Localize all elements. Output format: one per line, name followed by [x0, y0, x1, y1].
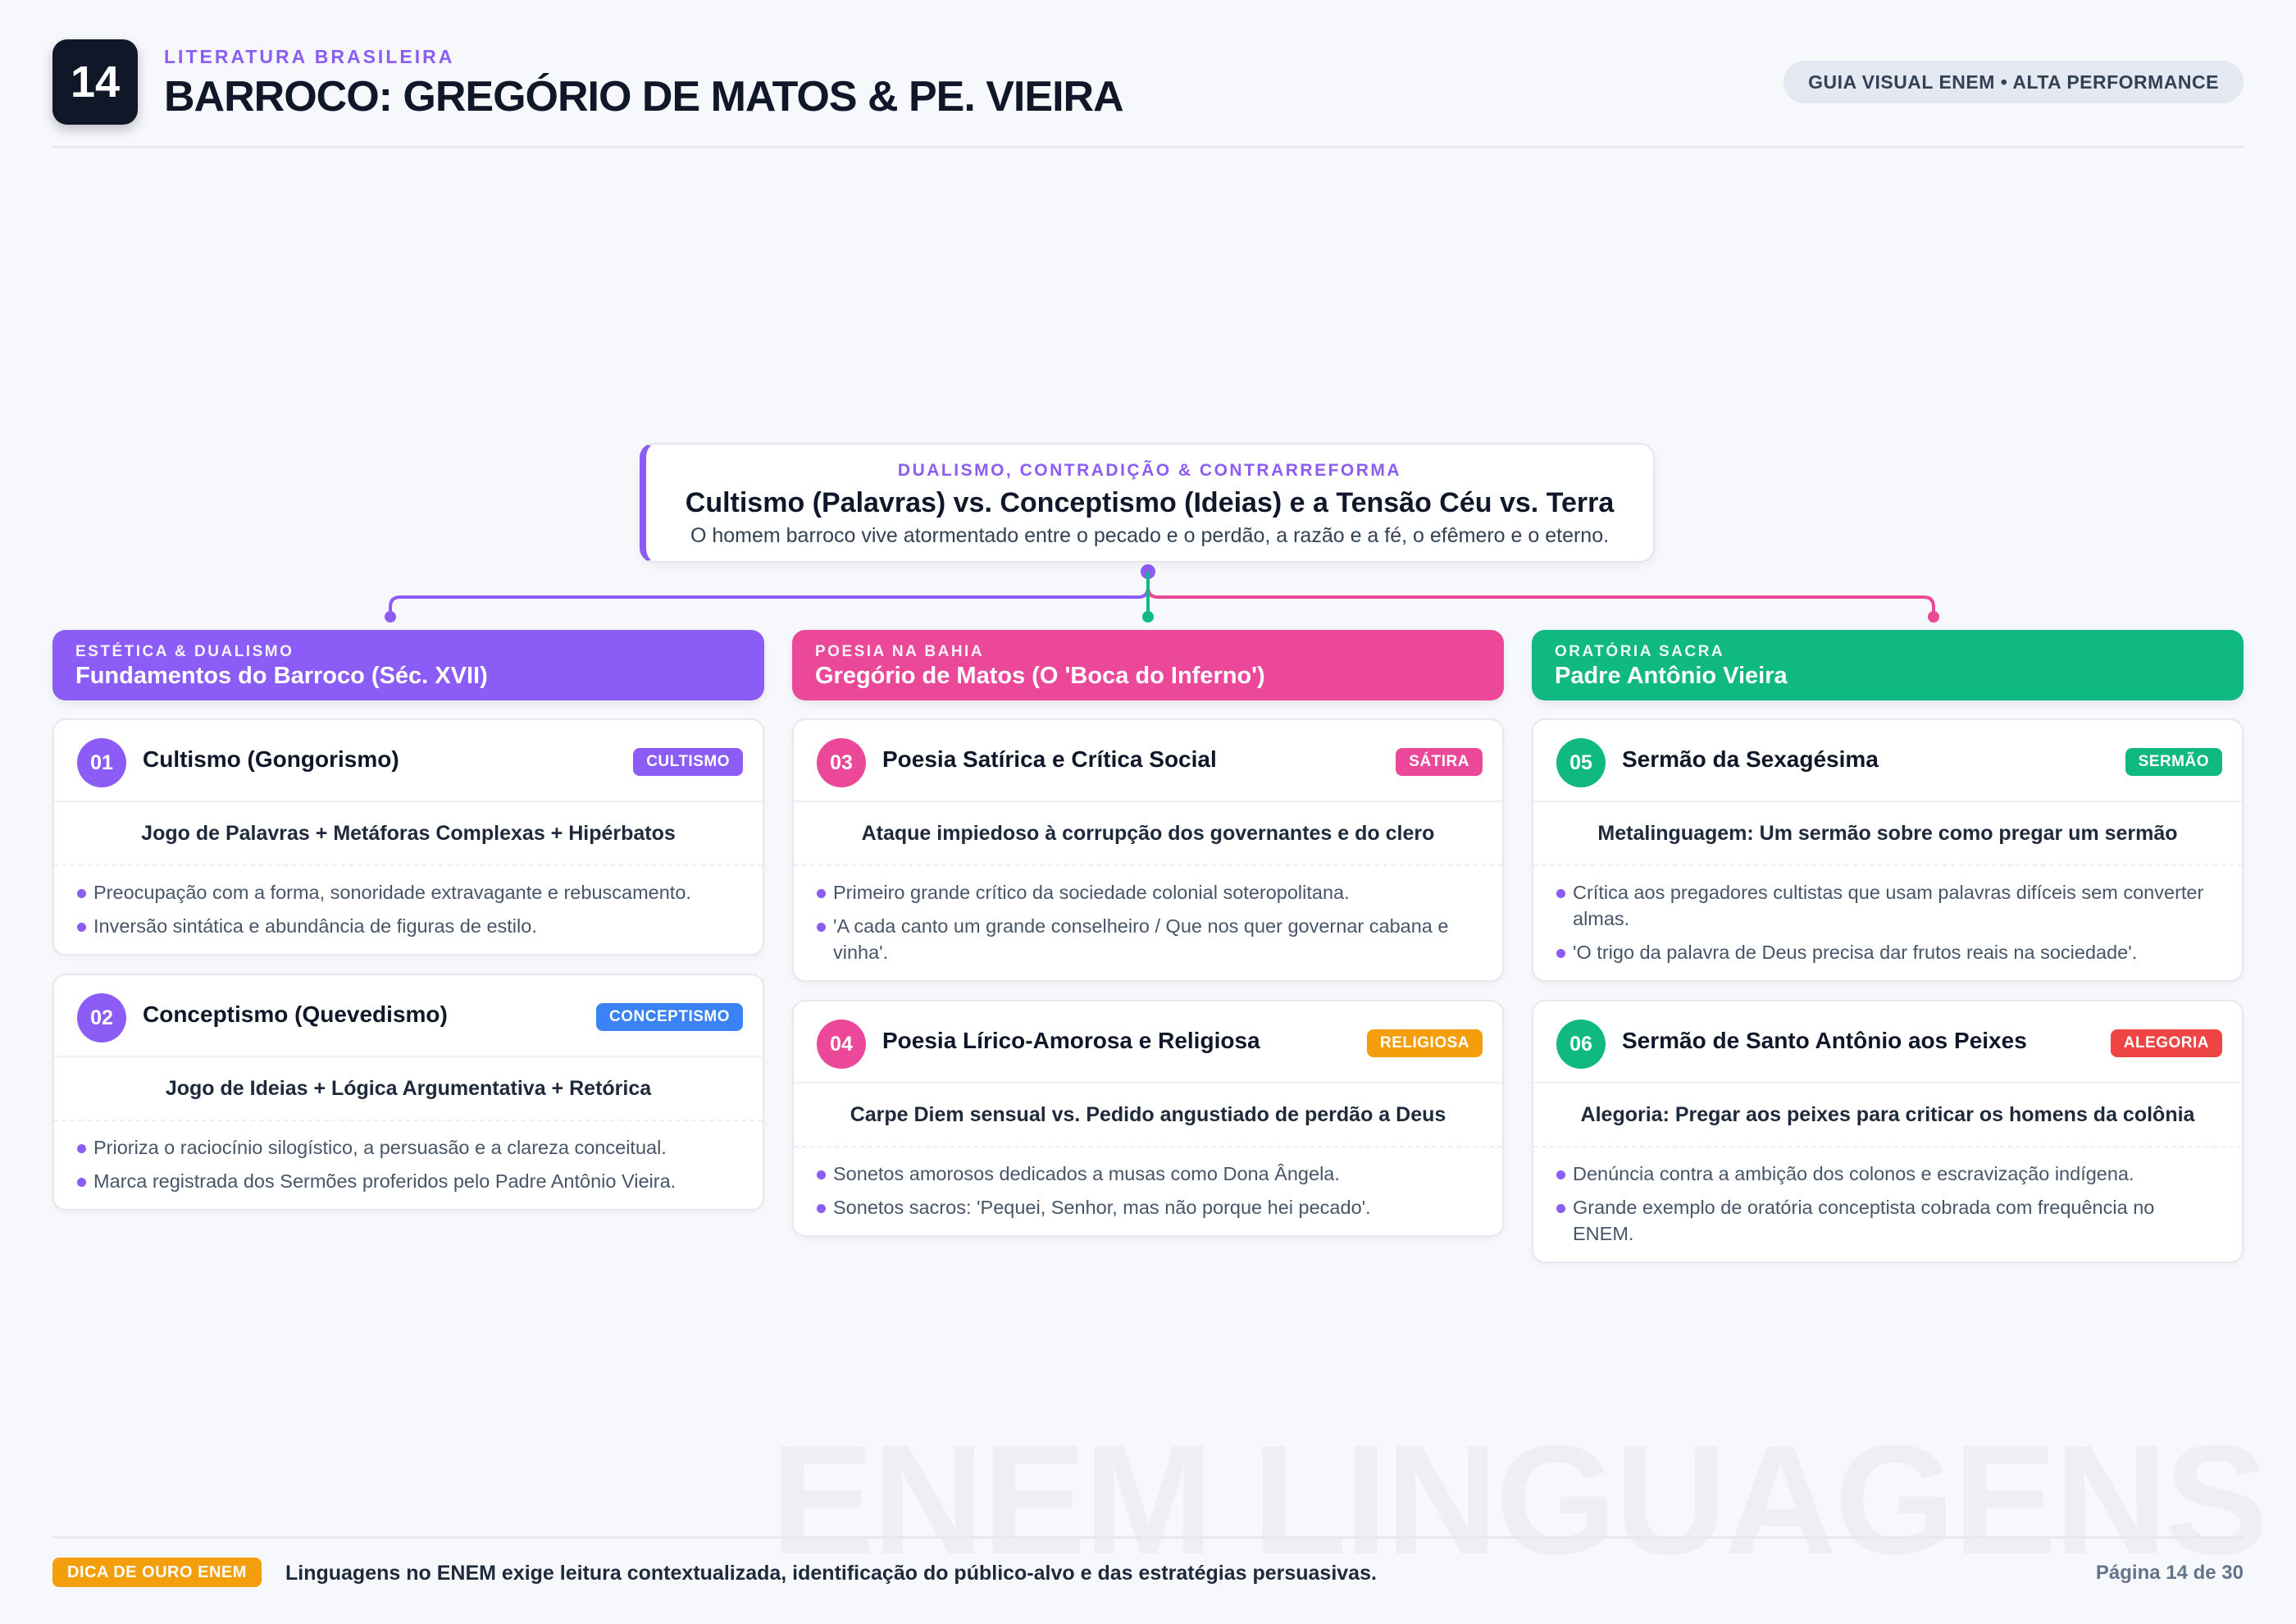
topic-card: 01 Cultismo (Gongorismo) CULTISMO Jogo d… — [52, 718, 764, 956]
card-badge: CONCEPTISMO — [596, 1003, 743, 1031]
column-title: Fundamentos do Barroco (Séc. XVII) — [75, 663, 488, 689]
bullet-item: 'A cada canto um grande conselheiro / Qu… — [817, 913, 1481, 965]
central-title: Cultismo (Palavras) vs. Conceptismo (Ide… — [685, 487, 1615, 518]
page-title: BARROCO: GREGÓRIO DE MATOS & PE. VIEIRA — [164, 73, 1124, 121]
card-number: 02 — [77, 993, 126, 1042]
card-key-idea: Carpe Diem sensual vs. Pedido angustiado… — [794, 1083, 1502, 1147]
column-vieira: ORATÓRIA SACRA Padre Antônio Vieira 05 S… — [1532, 630, 2244, 1263]
card-number: 05 — [1556, 738, 1606, 787]
column-kicker: POESIA NA BAHIA — [815, 643, 985, 660]
column-title: Gregório de Matos (O 'Boca do Inferno') — [815, 663, 1265, 689]
card-title: Sermão da Sexagésima — [1622, 746, 1879, 772]
tip-text: Linguagens no ENEM exige leitura context… — [285, 1562, 1377, 1585]
bullet-item: Prioriza o raciocínio silogístico, a per… — [77, 1134, 741, 1161]
central-subtitle: O homem barroco vive atormentado entre o… — [690, 524, 1610, 547]
bullet-dot-icon — [817, 1204, 826, 1213]
topic-card: 02 Conceptismo (Quevedismo) CONCEPTISMO … — [52, 974, 764, 1211]
bullet-item: Crítica aos pregadores cultistas que usa… — [1556, 879, 2221, 932]
column-kicker: ESTÉTICA & DUALISMO — [75, 643, 294, 660]
bullet-item: Primeiro grande crítico da sociedade col… — [817, 879, 1481, 906]
card-number: 03 — [817, 738, 866, 787]
card-title: Conceptismo (Quevedismo) — [143, 1001, 448, 1027]
bullet-dot-icon — [77, 923, 86, 932]
connector-left — [389, 572, 1150, 617]
bullet-dot-icon — [1556, 889, 1565, 898]
card-badge: SÁTIRA — [1396, 748, 1483, 776]
tip-badge: DICA DE OURO ENEM — [52, 1558, 262, 1587]
connector-end-center — [1142, 611, 1154, 623]
card-title: Poesia Lírico-Amorosa e Religiosa — [882, 1028, 1260, 1053]
card-key-idea: Jogo de Ideias + Lógica Argumentativa + … — [54, 1057, 763, 1121]
bullet-dot-icon — [817, 923, 826, 932]
bullet-item: Sonetos amorosos dedicados a musas como … — [817, 1161, 1481, 1187]
card-title: Cultismo (Gongorismo) — [143, 746, 399, 772]
card-badge: RELIGIOSA — [1366, 1029, 1483, 1057]
card-number: 04 — [817, 1020, 866, 1069]
card-key-idea: Ataque impiedoso à corrupção dos governa… — [794, 802, 1502, 866]
topic-card: 03 Poesia Satírica e Crítica Social SÁTI… — [792, 718, 1504, 982]
central-kicker: DUALISMO, CONTRADIÇÃO & CONTRARREFORMA — [897, 461, 1402, 480]
bullet-item: 'O trigo da palavra de Deus precisa dar … — [1556, 939, 2221, 965]
connector-end-left — [385, 611, 396, 623]
column-header: POESIA NA BAHIA Gregório de Matos (O 'Bo… — [792, 630, 1504, 700]
page-number-badge: 14 — [52, 39, 138, 125]
bullet-item: Grande exemplo de oratória conceptista c… — [1556, 1194, 2221, 1247]
bullet-item: Denúncia contra a ambição dos colonos e … — [1556, 1161, 2221, 1187]
card-key-idea: Jogo de Palavras + Metáforas Complexas +… — [54, 802, 763, 866]
header-kicker: LITERATURA BRASILEIRA — [164, 46, 455, 67]
card-number: 06 — [1556, 1020, 1606, 1069]
column-gregorio: POESIA NA BAHIA Gregório de Matos (O 'Bo… — [792, 630, 1504, 1237]
column-kicker: ORATÓRIA SACRA — [1555, 643, 1725, 660]
bullet-dot-icon — [1556, 1204, 1565, 1213]
bullet-item: Sonetos sacros: 'Pequei, Senhor, mas não… — [817, 1194, 1481, 1220]
bullet-item: Inversão sintática e abundância de figur… — [77, 913, 741, 939]
column-fundamentos: ESTÉTICA & DUALISMO Fundamentos do Barro… — [52, 630, 764, 1211]
guide-pill: GUIA VISUAL ENEM • ALTA PERFORMANCE — [1784, 61, 2244, 103]
card-badge: SERMÃO — [2125, 748, 2222, 776]
topic-card: 04 Poesia Lírico-Amorosa e Religiosa REL… — [792, 1000, 1504, 1237]
column-header: ORATÓRIA SACRA Padre Antônio Vieira — [1532, 630, 2244, 700]
card-badge: ALEGORIA — [2110, 1029, 2222, 1057]
bullet-dot-icon — [1556, 949, 1565, 958]
card-badge: CULTISMO — [633, 748, 743, 776]
page-footer: DICA DE OURO ENEM Linguagens no ENEM exi… — [52, 1536, 2244, 1596]
central-node: DUALISMO, CONTRADIÇÃO & CONTRARREFORMA C… — [640, 443, 1655, 563]
page-header: 14 LITERATURA BRASILEIRA BARROCO: GREGÓR… — [52, 38, 2244, 148]
bullet-item: Marca registrada dos Sermões proferidos … — [77, 1168, 741, 1194]
connector-right — [1146, 586, 1935, 617]
topic-card: 05 Sermão da Sexagésima SERMÃO Metalingu… — [1532, 718, 2244, 982]
bullet-dot-icon — [817, 889, 826, 898]
column-header: ESTÉTICA & DUALISMO Fundamentos do Barro… — [52, 630, 764, 700]
card-title: Poesia Satírica e Crítica Social — [882, 746, 1217, 772]
bullet-dot-icon — [817, 1170, 826, 1179]
bullet-dot-icon — [1556, 1170, 1565, 1179]
page-indicator: Página 14 de 30 — [2095, 1562, 2244, 1584]
bullet-dot-icon — [77, 1178, 86, 1187]
bullet-dot-icon — [77, 889, 86, 898]
column-title: Padre Antônio Vieira — [1555, 663, 1788, 689]
bullet-dot-icon — [77, 1144, 86, 1153]
card-title: Sermão de Santo Antônio aos Peixes — [1622, 1028, 2027, 1053]
topic-card: 06 Sermão de Santo Antônio aos Peixes AL… — [1532, 1000, 2244, 1263]
card-key-idea: Alegoria: Pregar aos peixes para critica… — [1533, 1083, 2242, 1147]
bullet-item: Preocupação com a forma, sonoridade extr… — [77, 879, 741, 906]
card-number: 01 — [77, 738, 126, 787]
card-key-idea: Metalinguagem: Um sermão sobre como preg… — [1533, 802, 2242, 866]
connector-end-right — [1928, 611, 1939, 623]
